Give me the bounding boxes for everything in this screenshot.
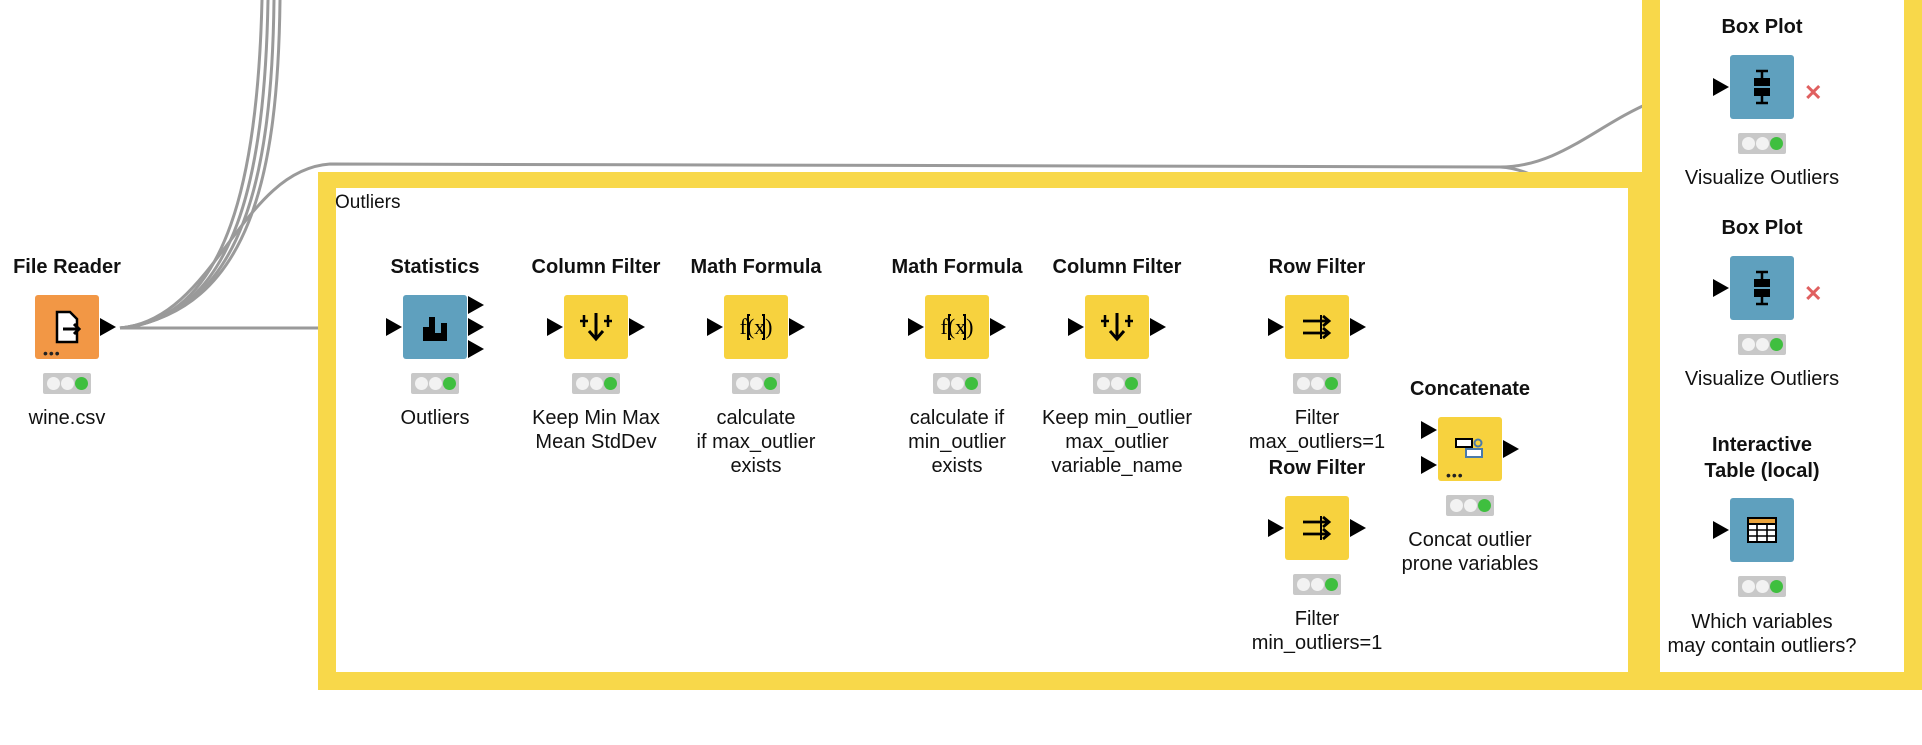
output-port[interactable] — [1503, 440, 1519, 458]
node-caption: wine.csv — [28, 407, 106, 429]
status-indicator — [933, 373, 981, 394]
node-caption: Visualize Outliers — [1684, 167, 1840, 189]
node-title: Math Formula — [891, 256, 1023, 278]
wire-file-reader-box-plots — [119, 85, 1721, 330]
node-title: Concatenate — [1409, 378, 1531, 400]
input-port[interactable] — [1713, 521, 1729, 539]
math-formula-icon[interactable]: f(x) — [724, 295, 788, 359]
row-filter-icon[interactable] — [1285, 496, 1349, 560]
statistics-icon[interactable] — [403, 295, 467, 359]
input-port[interactable] — [707, 318, 723, 336]
node-title: Column Filter — [1052, 256, 1182, 278]
node-box-plot-1[interactable]: Box Plot ✕ Visualize Outliers — [1652, 14, 1872, 304]
box-plot-icon[interactable] — [1730, 256, 1794, 320]
input-port-1[interactable] — [1421, 421, 1437, 439]
table-icon[interactable] — [1730, 498, 1794, 562]
output-port[interactable] — [1150, 318, 1166, 336]
svg-text:f(x): f(x) — [740, 314, 773, 339]
output-port[interactable] — [789, 318, 805, 336]
input-port[interactable] — [1713, 279, 1729, 297]
inactive-port-icon: ✕ — [1804, 281, 1823, 306]
column-filter-icon[interactable] — [564, 295, 628, 359]
node-options-dots: ••• — [1446, 467, 1464, 483]
input-port-2[interactable] — [1421, 456, 1437, 474]
annotation-outliers-label: Outliers — [335, 192, 401, 213]
output-port-3[interactable] — [468, 340, 484, 358]
status-indicator — [1093, 373, 1141, 394]
output-port[interactable] — [629, 318, 645, 336]
box-plot-icon[interactable] — [1730, 55, 1794, 119]
svg-text:f(x): f(x) — [941, 314, 974, 339]
status-indicator — [1293, 574, 1341, 595]
input-port[interactable] — [386, 318, 402, 336]
node-title: Box Plot — [1721, 16, 1803, 38]
output-port-1[interactable] — [468, 296, 484, 314]
wire-file-reader-offscreen-4 — [119, 0, 282, 330]
output-port-2[interactable] — [468, 318, 484, 336]
node-file-reader[interactable]: File Reader ••• wine.csv — [0, 254, 177, 544]
node-title: Row Filter — [1268, 457, 1366, 479]
node-title: File Reader — [13, 256, 121, 278]
inactive-port-icon: ✕ — [1804, 80, 1823, 105]
output-port[interactable] — [1350, 519, 1366, 537]
node-caption: Visualize Outliers — [1684, 368, 1840, 390]
node-title: Box Plot — [1721, 217, 1803, 239]
status-indicator — [1738, 334, 1786, 355]
status-indicator — [1738, 576, 1786, 597]
status-indicator — [1293, 373, 1341, 394]
input-port[interactable] — [1268, 519, 1284, 537]
math-formula-icon[interactable]: f(x) — [925, 295, 989, 359]
input-port[interactable] — [1713, 78, 1729, 96]
status-indicator — [1738, 133, 1786, 154]
node-title: Math Formula — [690, 256, 822, 278]
concatenate-icon[interactable] — [1438, 417, 1502, 481]
input-port[interactable] — [1068, 318, 1084, 336]
status-indicator — [411, 373, 459, 394]
file-reader-icon[interactable] — [35, 295, 99, 359]
status-indicator — [572, 373, 620, 394]
node-statistics[interactable]: Statistics Outliers — [325, 254, 545, 544]
node-title: Row Filter — [1268, 256, 1366, 278]
status-indicator — [1446, 495, 1494, 516]
node-box-plot-2[interactable]: Box Plot ✕ Visualize Outliers — [1652, 215, 1872, 505]
output-port[interactable] — [100, 318, 116, 336]
input-port[interactable] — [547, 318, 563, 336]
column-filter-icon[interactable] — [1085, 295, 1149, 359]
row-filter-icon[interactable] — [1285, 295, 1349, 359]
input-port[interactable] — [1268, 318, 1284, 336]
node-options-dots: ••• — [43, 345, 61, 361]
input-port[interactable] — [908, 318, 924, 336]
status-indicator — [732, 373, 780, 394]
node-caption: Outliers — [400, 407, 470, 429]
output-port[interactable] — [1350, 318, 1366, 336]
node-title: Statistics — [390, 256, 480, 278]
node-title: Column Filter — [531, 256, 661, 278]
output-port[interactable] — [990, 318, 1006, 336]
status-indicator — [43, 373, 91, 394]
annotation-outliers — [318, 172, 1646, 690]
